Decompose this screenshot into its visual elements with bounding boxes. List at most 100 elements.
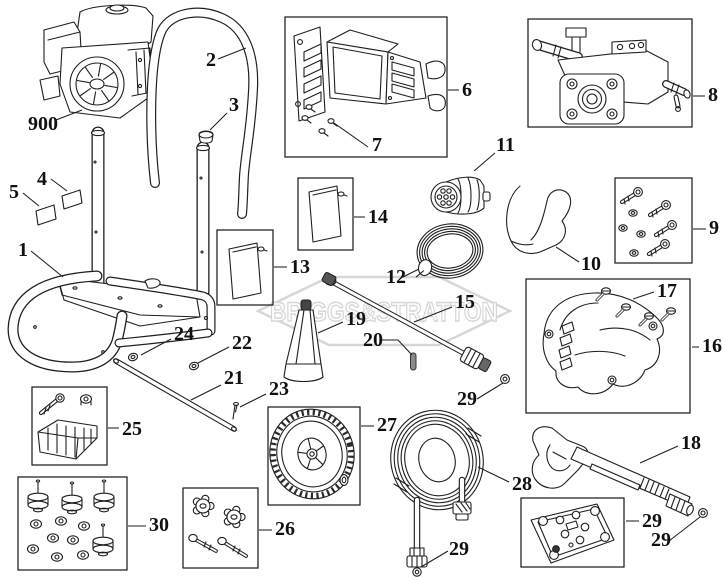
box-bolt-kit (614, 177, 693, 264)
callout-label: 5 (9, 181, 19, 203)
callout-label: 25 (122, 418, 142, 440)
high-pressure-hose-illustration (390, 409, 484, 568)
control-panel-illustration (293, 26, 446, 122)
callout-label: 2 (206, 49, 216, 71)
cover-screws-illustration (595, 287, 677, 327)
box-wheel (267, 406, 361, 506)
callout-oring-wand: 29 (457, 382, 504, 410)
o-ring-kit-illustration (530, 503, 615, 564)
side-panel-left-illustration (228, 242, 268, 300)
callout-pump-cover: 16 (692, 335, 722, 357)
callout-decal-b: 5 (9, 181, 40, 207)
nozzle-holder-illustration (430, 176, 491, 215)
box-panel-right (297, 177, 354, 251)
callout-label: 27 (377, 414, 397, 436)
vibration-mount (27, 479, 49, 513)
bolt-kit-illustration (618, 187, 677, 257)
callout-label: 22 (232, 332, 252, 354)
callout-mount-kit: 30 (128, 514, 169, 536)
callout-panel-screws: 7 (333, 122, 382, 156)
cotter-pin-illustration (232, 401, 239, 420)
handle-illustration (146, 7, 259, 219)
washer-outer-illustration (127, 352, 139, 362)
callout-label: 29 (457, 388, 477, 410)
callout-oring-gun: 29 (651, 516, 701, 551)
callout-label: 15 (455, 291, 475, 313)
callout-wheel: 27 (361, 414, 397, 436)
engine-illustration (39, 4, 154, 119)
bolt (647, 200, 671, 218)
callout-spray-gun: 18 (639, 432, 701, 464)
callout-pump: 8 (693, 84, 718, 106)
callout-axle: 21 (190, 367, 244, 401)
callout-cover-screws: 17 (632, 280, 677, 302)
bolt (653, 220, 677, 238)
callout-label: 18 (681, 432, 701, 454)
hose-hook-illustration (506, 185, 572, 255)
wheel-washer (339, 474, 349, 486)
callout-label: 17 (657, 280, 677, 302)
callout-oring-hose: 29 (420, 538, 469, 568)
knob (223, 505, 246, 529)
panel-screws-illustration (301, 104, 338, 137)
callout-label: 6 (462, 79, 472, 101)
callout-hose-hook: 10 (555, 246, 601, 275)
kit-boxes (17, 16, 693, 571)
callout-label: 7 (372, 134, 382, 156)
callout-cotter-pin: 23 (239, 378, 289, 408)
callout-label: 3 (229, 94, 239, 116)
callout-foot-kit: 25 (108, 418, 142, 440)
handle-leg-right (195, 141, 211, 299)
callout-label: 21 (224, 367, 244, 389)
callout-label: 19 (346, 308, 366, 330)
wheel-illustration (269, 408, 355, 500)
callout-label: 28 (512, 473, 532, 495)
callout-label: 29 (642, 510, 662, 532)
callouts: 900 2 3 4 5 1 6 7 (9, 47, 722, 568)
callout-label: 10 (581, 253, 601, 275)
vibration-mount (61, 481, 83, 515)
callout-side-panel-right: 14 (354, 206, 388, 228)
callout-handle: 2 (206, 47, 247, 71)
callout-knob-kit: 26 (259, 518, 295, 540)
soap-nozzle-illustration (283, 299, 324, 383)
callout-label: 29 (449, 538, 469, 560)
vibration-mount (92, 523, 114, 557)
callout-label: 30 (149, 514, 169, 536)
mount-kit-illustration (26, 479, 115, 562)
spray-gun-illustration (531, 426, 694, 517)
handle-grip-cap-illustration (198, 130, 214, 144)
knob-bolt-kit-illustration (188, 494, 248, 558)
decal-b-illustration (35, 204, 57, 226)
box-mount-kit (17, 476, 128, 571)
callout-side-panel-left: 13 (274, 256, 310, 278)
callout-label: 14 (368, 206, 388, 228)
callout-washer-outer: 24 (140, 323, 194, 356)
callout-label: 11 (496, 134, 515, 156)
callout-washer-inner: 22 (197, 332, 252, 364)
nuts (618, 209, 646, 257)
spray-wand-illustration (321, 271, 492, 373)
box-oring-kit (520, 497, 625, 568)
callout-engine: 900 (28, 109, 83, 135)
callout-soap-nozzle: 19 (317, 308, 366, 334)
callout-label: 9 (709, 217, 719, 239)
decal-a-illustration (61, 189, 83, 210)
callout-label: 12 (386, 266, 406, 288)
callout-label: 4 (37, 168, 47, 190)
pin-illustration (410, 352, 417, 371)
pump-cover-illustration (542, 292, 664, 395)
foot-kit-illustration (37, 393, 98, 460)
callout-label: 26 (275, 518, 295, 540)
bolt (646, 239, 670, 257)
callout-label: 24 (174, 323, 194, 345)
callout-bolt-kit: 9 (693, 217, 719, 239)
washer-inner-illustration (188, 361, 200, 371)
knob (192, 494, 215, 518)
chemical-tube-illustration (415, 223, 484, 279)
callout-chemical-tube: 12 (386, 266, 420, 288)
vibration-mount (93, 479, 115, 513)
box-knob-kit (182, 487, 259, 569)
